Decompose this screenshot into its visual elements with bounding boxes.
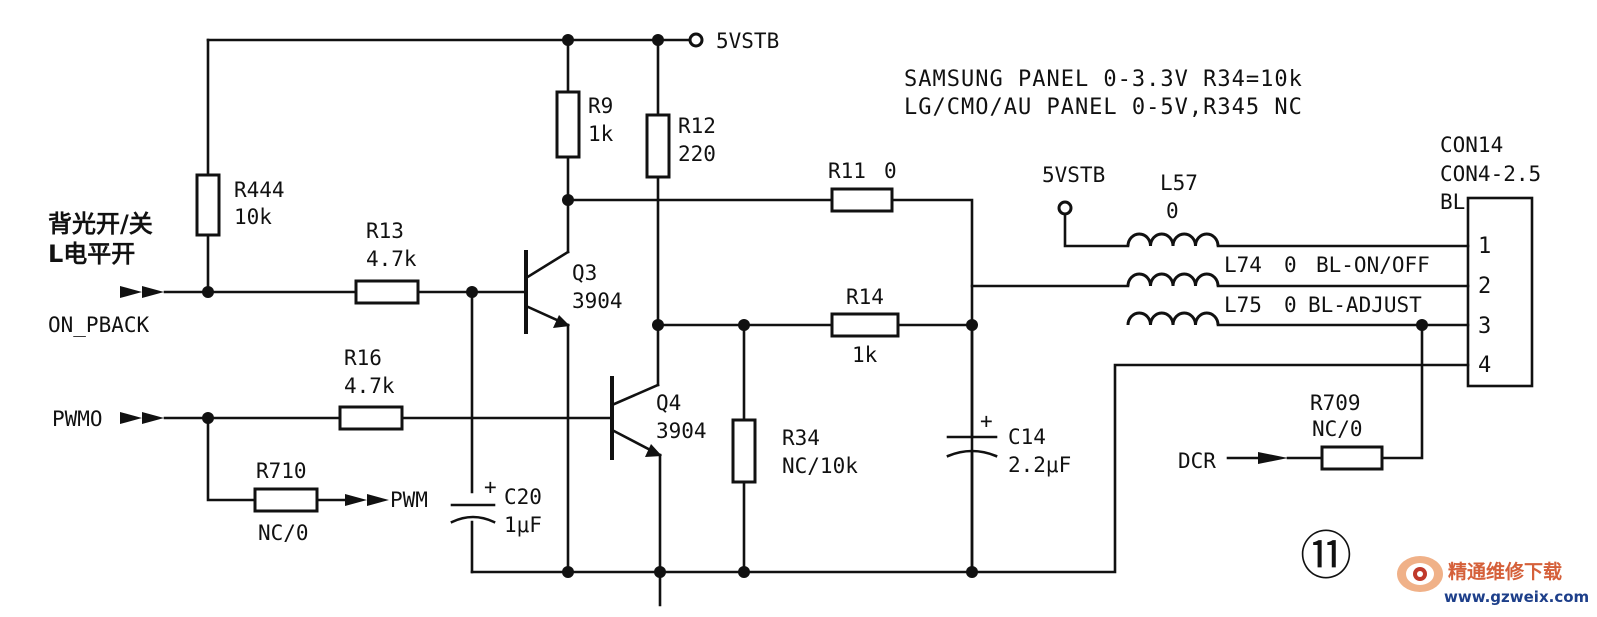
label-figure-number: ⑪ bbox=[1300, 527, 1352, 587]
label-r14-ref: R14 bbox=[846, 285, 884, 309]
label-l75-value: 0 bbox=[1284, 293, 1297, 317]
r14-body bbox=[830, 312, 900, 338]
connector-con14-body bbox=[1466, 196, 1534, 388]
label-r14-value: 1k bbox=[852, 343, 878, 367]
label-r12-value: 220 bbox=[678, 142, 716, 166]
transistor-q4 bbox=[610, 376, 662, 460]
wires bbox=[163, 38, 1470, 607]
label-r11-ref: R11 bbox=[828, 159, 866, 183]
watermark-logo-icon bbox=[1397, 556, 1443, 592]
l74-coil bbox=[1126, 272, 1220, 287]
arrow-on-pback bbox=[120, 286, 164, 298]
label-backlight-cn-1: 背光开/关 bbox=[48, 210, 153, 238]
label-r16-value: 4.7k bbox=[344, 374, 395, 398]
label-5vstb-top: 5VSTB bbox=[716, 29, 779, 53]
arrow-pwmo bbox=[120, 412, 164, 424]
label-r444-value: 10k bbox=[234, 205, 272, 229]
label-c20-ref: C20 bbox=[504, 485, 542, 509]
label-r13-ref: R13 bbox=[366, 219, 404, 243]
label-con14-name: BL bbox=[1440, 190, 1465, 214]
label-pin-4: 4 bbox=[1478, 353, 1491, 378]
l57-coil bbox=[1126, 232, 1220, 247]
label-l74-signal: BL-ON/OFF bbox=[1316, 253, 1430, 277]
arrow-pwm bbox=[345, 494, 389, 506]
label-l74-value: 0 bbox=[1284, 253, 1297, 277]
label-pin-3: 3 bbox=[1478, 314, 1491, 339]
label-r9-value: 1k bbox=[588, 122, 614, 146]
label-con14-type: CON4-2.5 bbox=[1440, 162, 1541, 186]
label-c20-value: 1μF bbox=[504, 513, 542, 537]
label-con14-ref: CON14 bbox=[1440, 133, 1503, 157]
c20-symbol bbox=[450, 503, 496, 524]
label-c14-polarity: + bbox=[980, 409, 993, 433]
label-q4-ref: Q4 bbox=[656, 391, 681, 415]
label-l57-ref: L57 bbox=[1160, 171, 1198, 195]
l75-coil bbox=[1126, 311, 1220, 326]
r9-body bbox=[555, 90, 581, 159]
watermark: 精通维修下载 www.gzweix.com bbox=[1397, 556, 1589, 606]
label-l57-value: 0 bbox=[1166, 199, 1179, 223]
note-samsung: SAMSUNG PANEL 0-3.3V R34=10k bbox=[904, 67, 1303, 92]
label-r444-ref: R444 bbox=[234, 178, 285, 202]
label-q3-ref: Q3 bbox=[572, 261, 597, 285]
label-l75-signal: BL-ADJUST bbox=[1308, 293, 1422, 317]
label-l74-ref: L74 bbox=[1224, 253, 1262, 277]
label-l75-ref: L75 bbox=[1224, 293, 1262, 317]
label-pwm: PWM bbox=[390, 488, 428, 512]
label-q4-value: 3904 bbox=[656, 419, 707, 443]
c14-symbol bbox=[946, 435, 998, 458]
label-backlight-cn-2: L电平开 bbox=[48, 240, 135, 268]
label-r9-ref: R9 bbox=[588, 94, 613, 118]
label-r709-ref: R709 bbox=[1310, 391, 1361, 415]
label-r16-ref: R16 bbox=[344, 346, 382, 370]
terminal-5vstb-l57 bbox=[1057, 200, 1073, 216]
label-r710-value: NC/0 bbox=[258, 521, 309, 545]
resistors bbox=[195, 90, 1384, 513]
label-pin-1: 1 bbox=[1478, 234, 1491, 259]
label-r34-ref: R34 bbox=[782, 426, 820, 450]
terminal-5vstb-top bbox=[688, 32, 704, 48]
label-q3-value: 3904 bbox=[572, 289, 623, 313]
label-r710-ref: R710 bbox=[256, 459, 307, 483]
label-pwmo: PWMO bbox=[52, 407, 103, 431]
label-r12-ref: R12 bbox=[678, 114, 716, 138]
arrow-dcr bbox=[1258, 452, 1288, 464]
label-pin-2: 2 bbox=[1478, 274, 1491, 299]
note-lg: LG/CMO/AU PANEL 0-5V,R345 NC bbox=[904, 95, 1303, 120]
arrows bbox=[120, 286, 1288, 506]
r11-body bbox=[830, 187, 894, 213]
label-on-pback: ON_PBACK bbox=[48, 313, 150, 337]
junction-dots bbox=[202, 34, 1428, 578]
label-r709-value: NC/0 bbox=[1312, 417, 1363, 441]
r444-body bbox=[195, 173, 221, 237]
label-5vstb-right: 5VSTB bbox=[1042, 163, 1105, 187]
inductors bbox=[1126, 232, 1220, 326]
r12-body bbox=[645, 113, 671, 179]
capacitors bbox=[450, 435, 998, 524]
r16-body bbox=[338, 405, 404, 431]
r13-body bbox=[354, 279, 420, 305]
r709-body bbox=[1320, 445, 1384, 471]
watermark-line1: 精通维修下载 bbox=[1448, 560, 1562, 583]
label-r11-value: 0 bbox=[884, 159, 897, 183]
label-r34-value: NC/10k bbox=[782, 454, 858, 478]
r710-body bbox=[253, 487, 319, 513]
label-c14-value: 2.2μF bbox=[1008, 453, 1071, 477]
watermark-line2: www.gzweix.com bbox=[1444, 588, 1589, 606]
label-dcr: DCR bbox=[1178, 449, 1216, 473]
label-c20-polarity: + bbox=[484, 475, 497, 499]
label-c14-ref: C14 bbox=[1008, 425, 1046, 449]
transistor-q3 bbox=[524, 250, 570, 334]
label-r13-value: 4.7k bbox=[366, 247, 417, 271]
r34-body bbox=[731, 418, 757, 484]
